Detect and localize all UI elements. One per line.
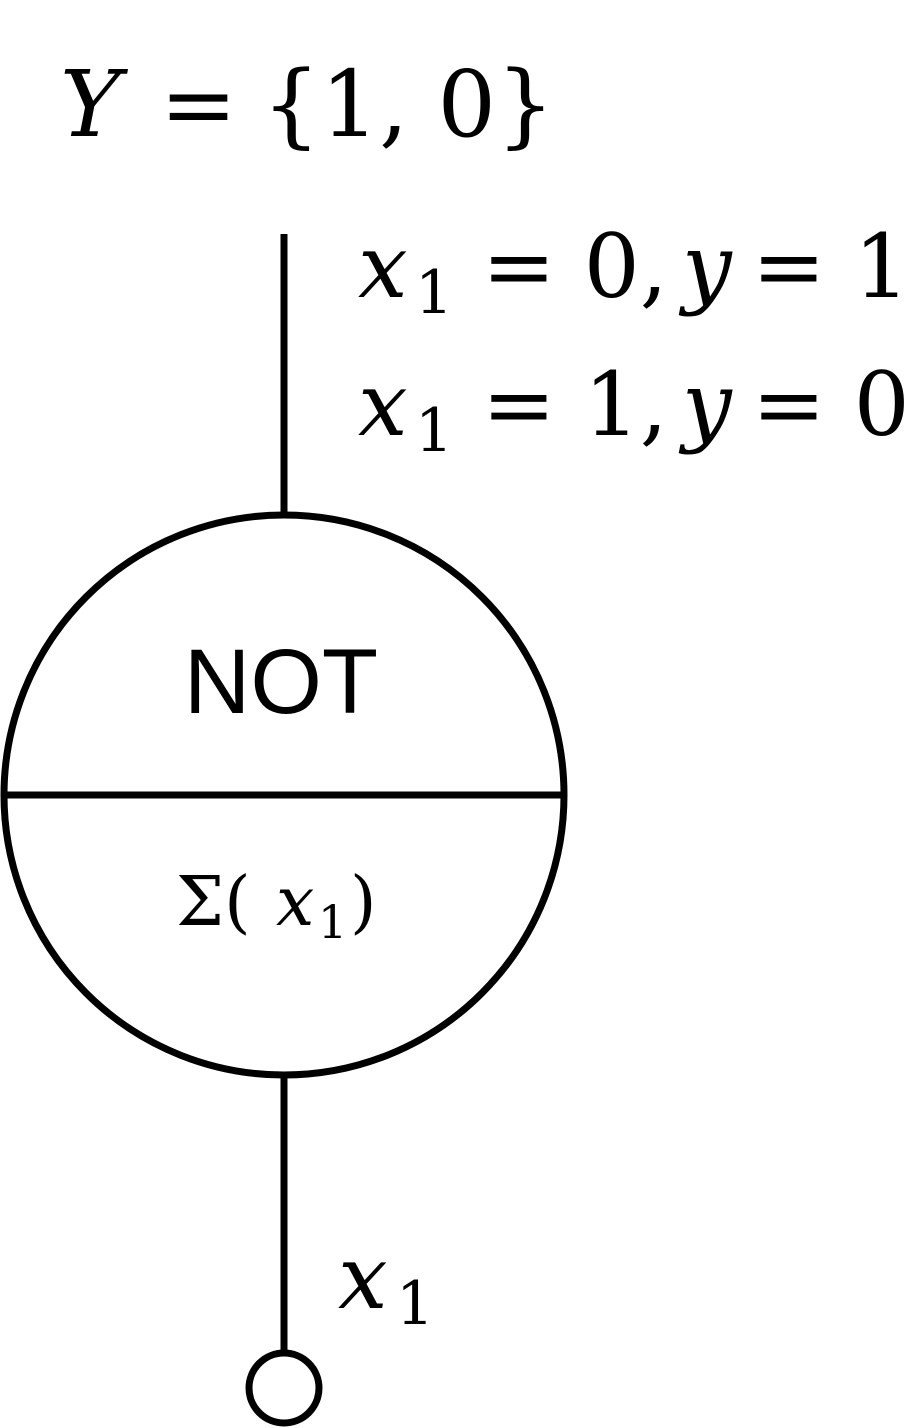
input-terminal	[245, 1349, 323, 1427]
gate-function-sub: 1	[318, 895, 347, 949]
truth-row-1-y-val: = 1	[752, 215, 910, 318]
output-set-eq: =	[160, 51, 237, 158]
truth-table-row: x 1 = 1, y = 0	[358, 353, 910, 466]
not-gate: NOT Σ( x 1 )	[0, 511, 568, 1079]
truth-row-2-x-val: = 1,	[482, 353, 668, 456]
truth-row-1-y: y	[678, 215, 733, 318]
gate-name: NOT	[184, 631, 378, 733]
truth-table-row: x 1 = 0, y = 1	[358, 215, 910, 328]
truth-row-2-x: x	[358, 353, 408, 456]
output-set-value: {1, 0}	[262, 51, 555, 158]
input-label-var: x	[338, 1226, 388, 1329]
input-label: x 1	[338, 1226, 434, 1339]
truth-row-2-x-sub: 1	[415, 396, 453, 466]
truth-row-2-y: y	[678, 353, 733, 456]
truth-row-2-y-val: = 0	[752, 353, 910, 456]
input-label-sub: 1	[396, 1269, 434, 1339]
truth-table: x 1 = 0, y = 1 x 1 = 1, y = 0	[358, 215, 910, 466]
truth-row-1-x: x	[358, 215, 408, 318]
gate-function: Σ( x 1 )	[176, 863, 377, 949]
gate-function-prefix: Σ(	[176, 863, 251, 942]
output-set-label: Y = {1, 0}	[60, 51, 555, 158]
truth-row-1-x-sub: 1	[415, 258, 453, 328]
truth-row-1-x-val: = 0,	[482, 215, 668, 318]
gate-function-var: x	[276, 863, 314, 942]
output-set-var: Y	[60, 51, 129, 158]
gate-function-suffix: )	[350, 863, 377, 942]
